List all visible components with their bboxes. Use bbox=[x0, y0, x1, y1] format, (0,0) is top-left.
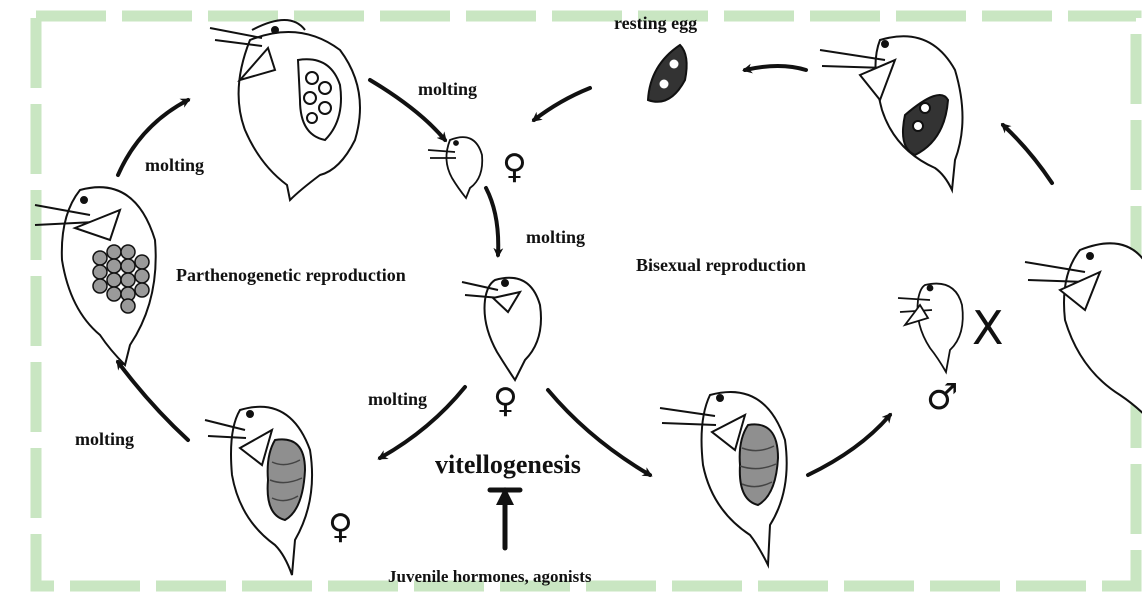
daphnia-left bbox=[35, 187, 156, 365]
label-parthenogenetic: Parthenogenetic reproduction bbox=[176, 266, 406, 284]
daphnia-top-right bbox=[820, 36, 963, 190]
daphnia-center bbox=[462, 278, 541, 380]
female-symbol-center: ♀ bbox=[493, 384, 518, 418]
arrow-to-resting-egg bbox=[745, 66, 806, 70]
label-molting-top: molting bbox=[418, 80, 477, 98]
daphnia-top-left bbox=[210, 20, 360, 200]
label-molting-center: molting bbox=[526, 228, 585, 246]
label-molting-left-lower: molting bbox=[75, 430, 134, 448]
daphnia-bottom-left bbox=[205, 407, 312, 575]
daphnia-bottom-right bbox=[660, 392, 787, 565]
cross-symbol: X bbox=[972, 305, 1004, 351]
label-vitellogenesis: vitellogenesis bbox=[435, 452, 581, 478]
dashed-frame bbox=[36, 16, 1136, 586]
female-symbol-top: ♀ bbox=[502, 150, 527, 184]
daphnia-big-right bbox=[1025, 243, 1142, 420]
arrow-right-to-male bbox=[808, 415, 890, 475]
male-symbol: ♂ bbox=[926, 380, 958, 416]
arrow-bigright-up bbox=[1003, 125, 1052, 183]
arrow-egg-to-female bbox=[534, 88, 590, 120]
arrow-female-to-center bbox=[486, 188, 498, 255]
daphnia-male bbox=[898, 284, 963, 372]
label-molting-left-upper: molting bbox=[145, 156, 204, 174]
label-juvenile-hormones: Juvenile hormones, agonists bbox=[388, 568, 592, 585]
female-symbol-bottom-left: ♀ bbox=[328, 510, 353, 544]
resting-egg-drawing bbox=[648, 45, 687, 102]
label-resting-egg: resting egg bbox=[614, 14, 697, 32]
label-molting-lower-center: molting bbox=[368, 390, 427, 408]
label-bisexual: Bisexual reproduction bbox=[636, 256, 806, 274]
daphnia-juvenile-top bbox=[428, 137, 482, 198]
